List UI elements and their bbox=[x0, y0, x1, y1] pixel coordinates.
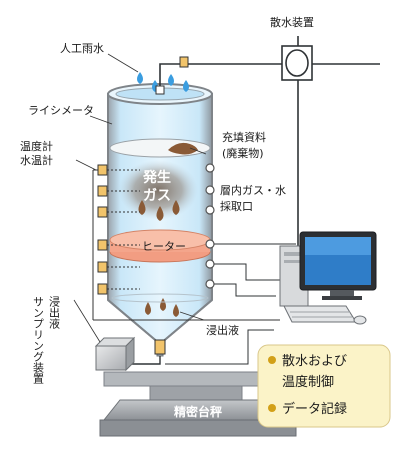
bullet-icon bbox=[268, 404, 276, 412]
bullet-icon bbox=[268, 356, 276, 364]
sprinkler-pipes bbox=[159, 36, 380, 248]
sampling-ports bbox=[205, 163, 215, 289]
gas-label-2: ガス bbox=[143, 188, 171, 204]
gas-label-1: 発生 bbox=[142, 169, 171, 186]
control-item-2: 温度制御 bbox=[282, 374, 334, 390]
sprinkler-nozzle bbox=[155, 85, 165, 95]
leader-lines bbox=[73, 53, 207, 343]
sampling-port-label-2: 採取口 bbox=[220, 199, 253, 213]
thermometer-sensors bbox=[92, 164, 280, 321]
thermometer-label: 温度計 bbox=[20, 139, 53, 153]
control-box: 散水および 温度制御 データ記録 bbox=[257, 344, 391, 428]
rain-drops bbox=[137, 72, 189, 92]
water-thermometer-label: 水温計 bbox=[20, 153, 53, 167]
sampler-label-1: 浸出液 bbox=[48, 296, 61, 330]
control-item-3: データ記録 bbox=[282, 401, 347, 417]
waste-label: (廃棄物) bbox=[222, 146, 264, 160]
sampler-label-2: サンプリング装置 bbox=[32, 296, 45, 384]
sprinkler-device bbox=[281, 45, 313, 81]
fill-material-label: 充填資料 bbox=[222, 130, 266, 144]
artificial-rain-label: 人工雨水 bbox=[60, 42, 104, 55]
leachate-label: 浸出液 bbox=[206, 323, 239, 337]
heater-label: ヒーター bbox=[142, 240, 186, 253]
lysimeter-label: ライシメータ bbox=[28, 104, 94, 117]
lysimeter-column bbox=[107, 72, 213, 357]
sprinkler-label: 散水装置 bbox=[270, 15, 314, 29]
sampling-port-label: 層内ガス・水 bbox=[220, 183, 286, 197]
control-item-1: 散水および bbox=[282, 354, 347, 369]
precision-scale: 精密台秤 bbox=[99, 371, 297, 437]
scale-label: 精密台秤 bbox=[174, 404, 222, 419]
computer bbox=[279, 231, 377, 325]
leachate-sampler bbox=[94, 336, 166, 372]
flow-valve bbox=[179, 56, 189, 68]
data-cables bbox=[165, 243, 296, 365]
leachate-drops bbox=[138, 200, 180, 317]
